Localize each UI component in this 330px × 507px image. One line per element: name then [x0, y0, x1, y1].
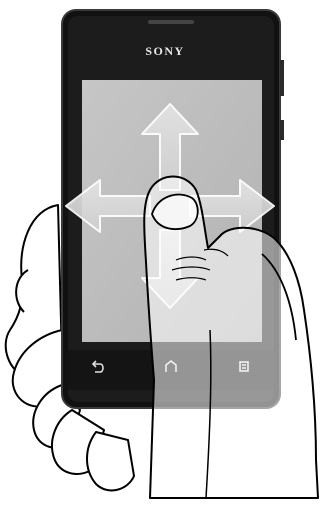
side-button [280, 60, 284, 96]
earpiece [148, 20, 194, 24]
brand-logo: SONY [0, 44, 330, 59]
side-button-2 [280, 120, 284, 140]
